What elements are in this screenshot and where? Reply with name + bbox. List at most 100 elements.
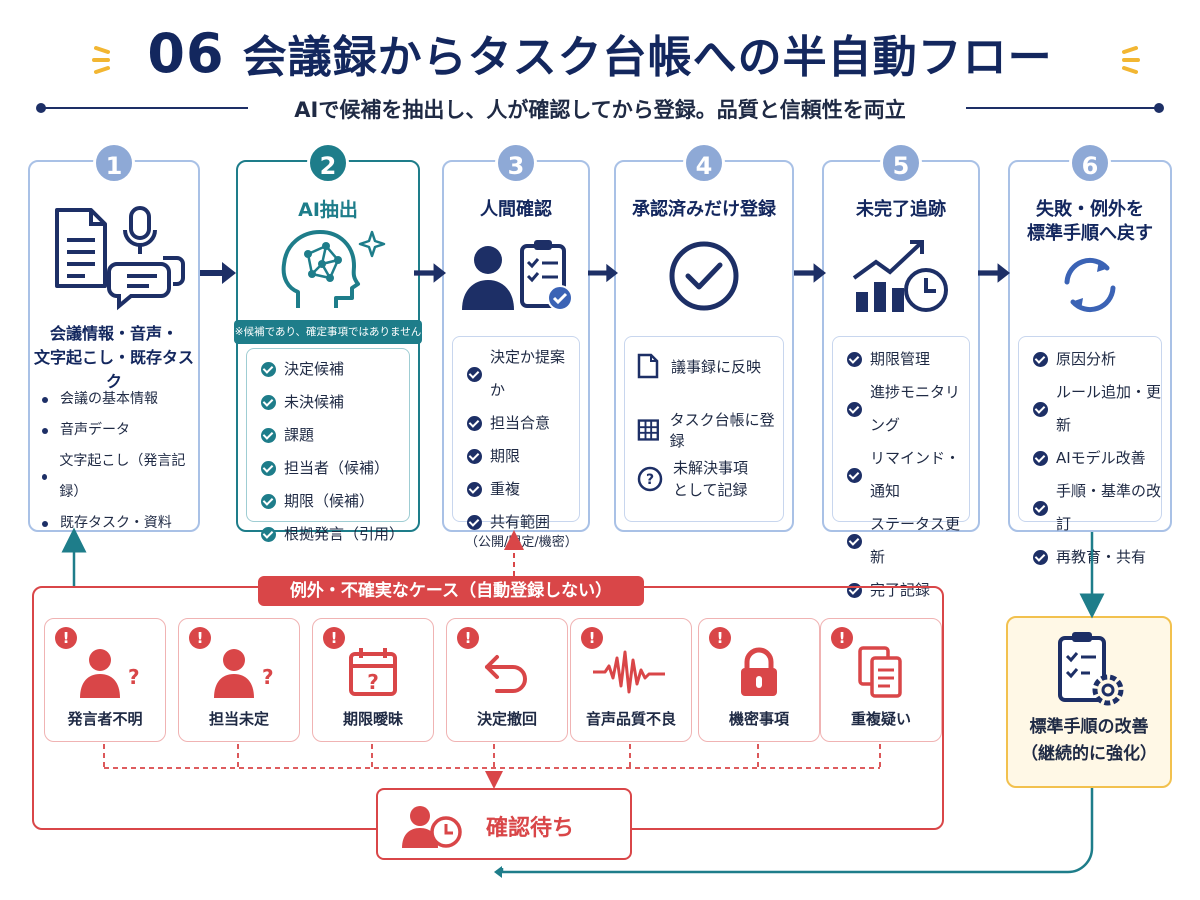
rule-left <box>42 107 248 109</box>
list-item: 課題 <box>261 419 409 452</box>
list-item: 再教育・共有 <box>1033 541 1161 574</box>
step-6-inner: 原因分析 ルール追加・更新 AIモデル改善 手順・基準の改訂 再教育・共有 <box>1018 336 1162 566</box>
question-icon: ? <box>637 466 663 492</box>
list-item: 期限（候補） <box>261 485 409 518</box>
step-6-title: 失敗・例外を 標準手順へ戻す <box>1027 199 1153 244</box>
refresh-icon <box>1064 257 1116 313</box>
list-item: 既存タスク・資料 <box>42 508 198 539</box>
arrow-right-icon <box>414 263 446 283</box>
subtitle-bar: AIで候補を抽出し、人が確認してから登録。品質と信頼性を両立 <box>36 96 1164 122</box>
rule-right <box>966 107 1158 109</box>
check-icon <box>1033 500 1048 516</box>
step-2-badge: 2 <box>307 142 349 184</box>
list-item: ステータス更新 <box>847 508 969 574</box>
clock-icon <box>904 268 948 312</box>
exception-card-duplicate-suspected: ! 重複疑い <box>820 618 942 742</box>
step-6-list: 原因分析 ルール追加・更新 AIモデル改善 手順・基準の改訂 再教育・共有 <box>1019 337 1161 574</box>
document-icon <box>55 208 107 288</box>
check-icon <box>847 401 862 417</box>
rule-dot-left <box>36 103 46 113</box>
chat-bubbles-icon <box>107 256 185 311</box>
exception-card-audio-poor: ! 音声品質不良 <box>570 618 692 742</box>
rule-dot-right <box>1154 103 1164 113</box>
step-3-list: 決定か提案か 担当合意 期限 重複 共有範囲 <box>453 337 579 539</box>
step-1-box: 1 会議情報・音声・ 文字起こし・既存タスク <box>28 142 200 532</box>
waiting-confirmation-box: 確認待ち <box>376 788 632 860</box>
list-item: 会議の基本情報 <box>42 384 198 415</box>
checklist-icon <box>520 240 573 311</box>
warning-icon: ! <box>55 627 77 649</box>
step-5-title: 未完了追跡 <box>856 199 946 220</box>
list-item: 根拠発言（引用） <box>261 518 409 551</box>
step-4-inner: 議事録に反映 タスク台帳に登録 ? 未解決事項 として記録 <box>624 336 784 522</box>
step-2-box: 2 AI抽出 ※候補であり、確定事項ではありません 決定候補 未決候補 課題 担… <box>234 142 422 543</box>
table-icon <box>637 419 659 441</box>
list-item: 未決候補 <box>261 386 409 419</box>
list-item: 期限 <box>467 440 579 473</box>
subtitle: AIで候補を抽出し、人が確認してから登録。品質と信頼性を両立 <box>294 98 906 122</box>
step-4-box: 4 承認済みだけ登録 議事録に反映 タスク台帳に登録 ? 未解決事項 として記録 <box>614 142 794 532</box>
sharing-scope-note: （公開/限定/機密） <box>465 535 578 550</box>
step-2-title: AI抽出 <box>298 199 358 221</box>
list-item: ? 未解決事項 として記録 <box>637 457 748 501</box>
exception-card-speaker-unknown: ! ? 発言者不明 <box>44 618 166 742</box>
list-item: 決定候補 <box>261 353 409 386</box>
unknown-person-icon: ? <box>214 649 274 698</box>
list-item: 議事録に反映 <box>637 353 761 379</box>
lock-icon <box>741 647 777 696</box>
warning-icon: ! <box>709 627 731 649</box>
exceptions-label: 例外・不確実なケース（自動登録しない） <box>258 576 644 606</box>
exception-card-owner-undecided: ! ? 担当未定 <box>178 618 300 742</box>
step-6-box: 6 失敗・例外を 標準手順へ戻す 原因分析 ルール追加・更新 AIモデル改善 手… <box>1008 142 1172 566</box>
ai-head-icon <box>281 230 386 308</box>
svg-text:?: ? <box>367 670 379 694</box>
check-icon <box>847 533 862 549</box>
step-1-title: 会議情報・音声・ 文字起こし・既存タスク <box>33 324 194 391</box>
undo-icon <box>485 655 527 693</box>
exception-card-confidential: ! 機密事項 <box>698 618 820 742</box>
arrow-right-icon <box>794 263 826 283</box>
step-5-box: 5 未完了追跡 期限管理 進捗モニタリング リマインド・通知 ステータス更新 完… <box>822 142 980 599</box>
list-item: リマインド・通知 <box>847 442 969 508</box>
duplicate-icon <box>858 646 902 698</box>
check-icon <box>261 362 276 377</box>
step-5-badge: 5 <box>880 142 922 184</box>
list-item: 音声データ <box>42 415 198 446</box>
title-text: 会議録からタスク台帳への半自動フロー <box>242 32 1053 83</box>
exception-card-deadline-vague: ! ? 期限曖昧 <box>312 618 434 742</box>
waiting-label: 確認待ち <box>486 816 575 841</box>
list-item: タスク台帳に登録 <box>637 409 783 451</box>
svg-text:?: ? <box>262 665 274 689</box>
exception-label: 期限曖昧 <box>342 710 403 728</box>
check-circle-icon <box>669 241 739 311</box>
check-icon <box>1033 451 1048 466</box>
step-2-inner: 決定候補 未決候補 課題 担当者（候補） 期限（候補） 根拠発言（引用） <box>246 348 410 543</box>
step-1-badge: 1 <box>93 142 135 184</box>
clipboard-gear-icon <box>1058 632 1124 706</box>
exception-card-decision-reversed: ! 決定撤回 <box>446 618 568 742</box>
step-2-list: 決定候補 未決候補 課題 担当者（候補） 期限（候補） 根拠発言（引用） <box>247 349 409 551</box>
list-item: 原因分析 <box>1033 343 1161 376</box>
list-item: 手順・基準の改訂 <box>1033 475 1161 541</box>
list-item: 進捗モニタリング <box>847 376 969 442</box>
exception-label: 機密事項 <box>728 710 789 728</box>
check-icon <box>261 461 276 476</box>
waveform-icon <box>593 650 665 694</box>
step-5-inner: 期限管理 進捗モニタリング リマインド・通知 ステータス更新 完了記録 <box>832 336 970 599</box>
list-item: AIモデル改善 <box>1033 442 1161 475</box>
exception-label: 重複疑い <box>850 710 911 728</box>
check-icon <box>1033 352 1048 367</box>
step-3-box: 3 人間確認 決定か提案か 担当合意 期限 重複 共 <box>442 142 590 550</box>
warning-icon: ! <box>323 627 345 649</box>
person-clock-icon <box>402 806 462 848</box>
svg-text:?: ? <box>128 665 140 689</box>
exception-label: 発言者不明 <box>67 710 143 728</box>
exception-label: 音声品質不良 <box>585 710 676 728</box>
person-icon <box>462 246 514 310</box>
svg-text:?: ? <box>646 472 654 488</box>
list-item: 文字起こし（発言記録） <box>42 446 198 508</box>
list-item: 重複 <box>467 473 579 506</box>
arrow-right-icon <box>588 263 618 283</box>
